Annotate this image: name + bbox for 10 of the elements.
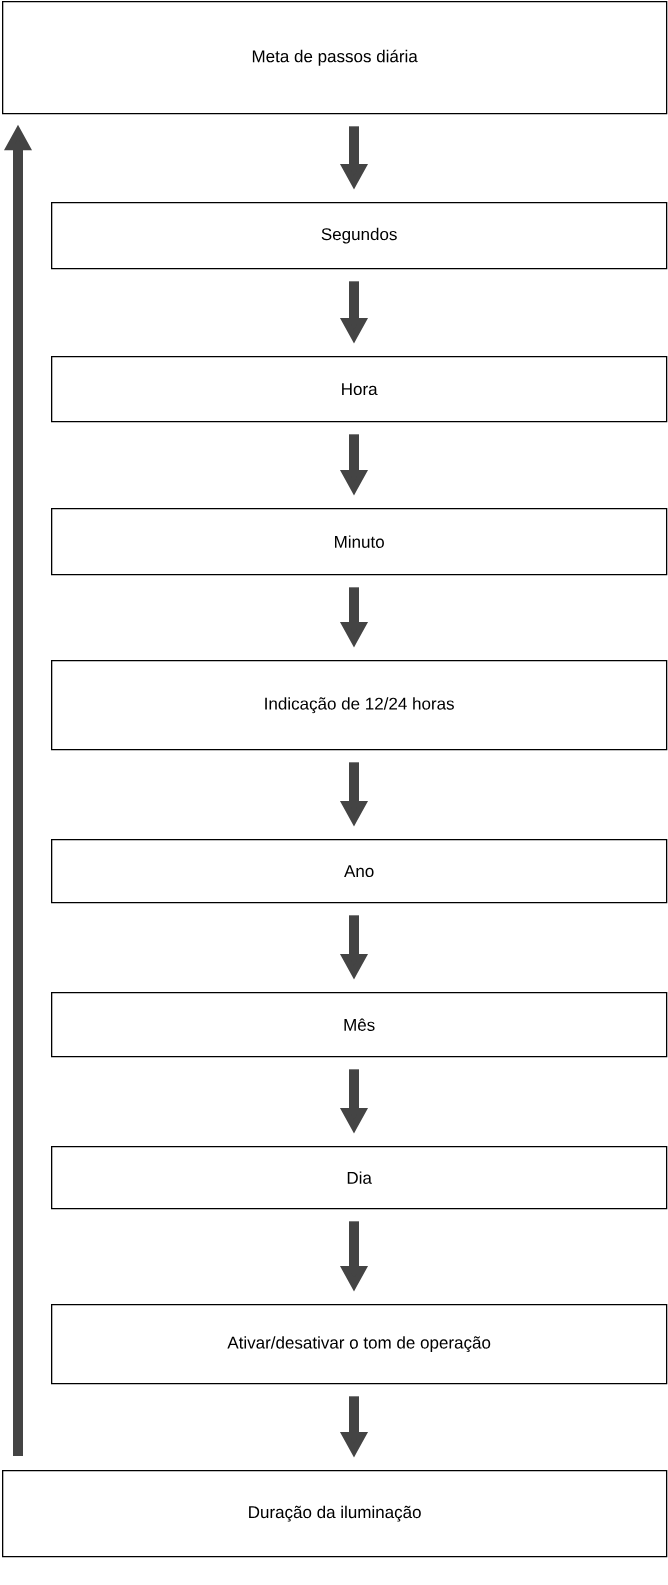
process-box: Ativar/desativar o tom de operação <box>51 1304 668 1385</box>
process-box: Meta de passos diária <box>2 1 668 115</box>
process-box: Mês <box>51 992 668 1058</box>
process-box: Dia <box>51 1146 668 1210</box>
process-box: Minuto <box>51 508 668 576</box>
process-box: Segundos <box>51 202 668 270</box>
process-box: Indicação de 12/24 horas <box>51 660 668 751</box>
process-box: Duração da iluminação <box>2 1470 668 1558</box>
process-box: Hora <box>51 356 668 423</box>
process-box: Ano <box>51 839 668 904</box>
